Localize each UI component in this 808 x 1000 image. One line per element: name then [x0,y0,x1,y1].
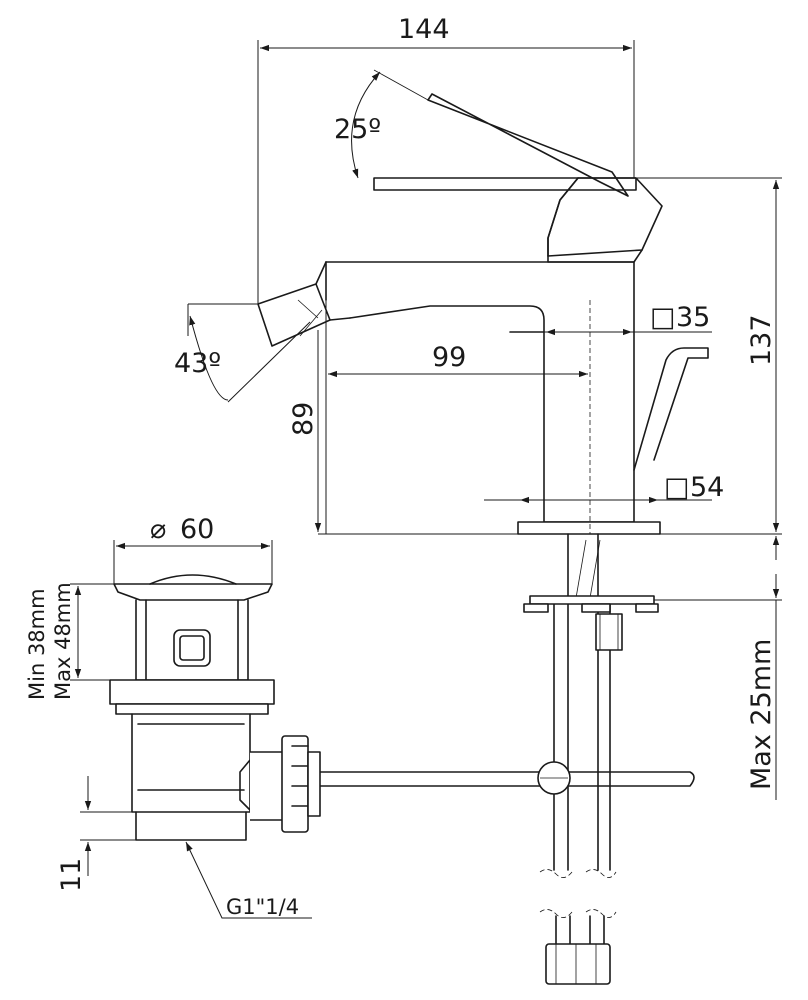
label-thread-length: 11 [56,858,87,892]
label-counter-thickness: Max 25mm [746,639,777,790]
label-drain-diameter: 60 [180,514,214,545]
label-thread: G1"1/4 [226,895,299,919]
square-symbol-35: □ [650,302,676,333]
hose-nut [545,943,611,985]
fixing-assembly [299,533,695,985]
label-spout-height: 89 [288,402,319,436]
washer [529,595,655,605]
spray-head [257,283,331,347]
label-body-size: 35 [676,302,710,333]
label-lever-angle: 25º [334,114,381,145]
label-spray-angle: 43º [174,348,221,379]
label-base-size: 54 [690,472,724,503]
dimension-labels: 144 25º 43º □ 35 99 137 89 □ 54 ⌀ 60 Min… [25,14,777,919]
faucet-body [257,93,709,535]
label-drain-height-max: Max 48mm [51,582,75,700]
dimension-lines [70,40,782,919]
label-overall-width: 144 [398,14,450,45]
drain-locknut [109,679,275,705]
label-drain-height-min: Min 38mm [25,588,49,700]
drain-flange [113,583,273,601]
lever-raised-outline [427,93,629,197]
label-height-total: 137 [746,314,777,366]
square-symbol-54: □ [664,472,690,503]
base-plate [517,521,661,535]
diameter-symbol: ⌀ [150,514,166,545]
spout-outline [325,261,635,501]
popup-rod [633,347,709,471]
overflow-window [173,629,211,667]
cartridge-cap [547,177,663,257]
popup-drain [109,574,321,841]
label-reach: 99 [432,342,466,373]
drain-pull-rod [299,771,695,787]
